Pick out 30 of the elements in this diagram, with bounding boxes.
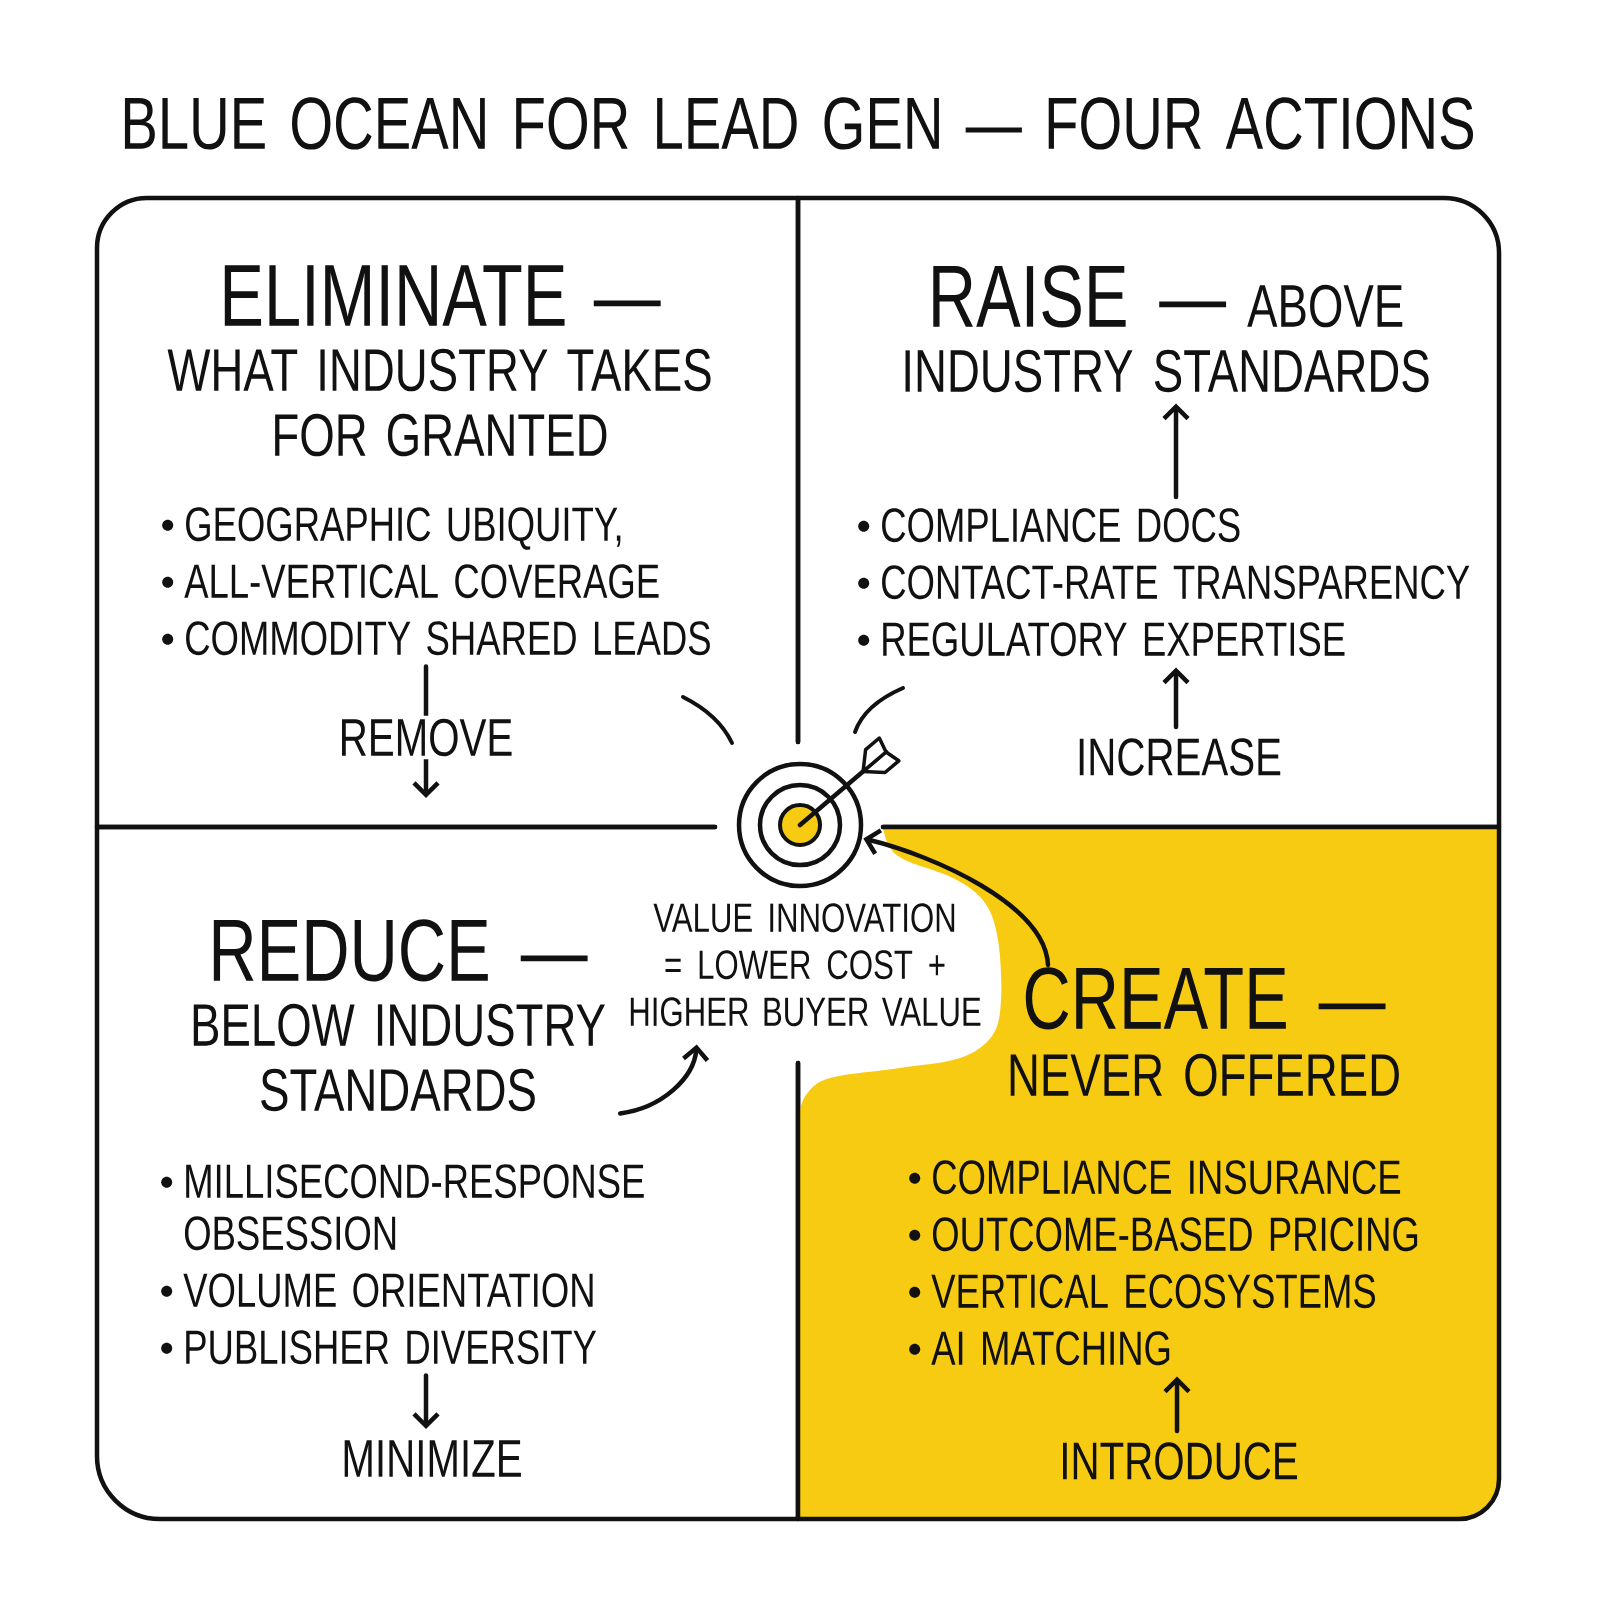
list-item: OUTCOME-BASED PRICING bbox=[932, 1217, 1418, 1252]
list-item: COMPLIANCE DOCS bbox=[882, 508, 1240, 543]
action-label: INCREASE bbox=[1079, 738, 1281, 776]
center-note: VALUE INNOVATION = LOWER COST + HIGHER BUYER VALUE bbox=[630, 903, 981, 1027]
quadrant-heading: CREATE — NEVER OFFERED bbox=[1010, 967, 1399, 1097]
arrow bbox=[1163, 1376, 1191, 1434]
arrow bbox=[1162, 403, 1190, 500]
list-item: MILLISECOND-RESPONSE OBSESSION bbox=[184, 1164, 644, 1251]
quadrant-heading: REDUCE — BELOW INDUSTRY STANDARDS bbox=[193, 919, 605, 1112]
arrow bbox=[412, 1373, 440, 1429]
list-item: CONTACT-RATE TRANSPARENCY bbox=[882, 565, 1470, 600]
quadrant-heading: RAISE — ABOVE INDUSTRY STANDARDS bbox=[905, 265, 1429, 393]
list-item: COMMODITY SHARED LEADS bbox=[186, 621, 710, 656]
arrow bbox=[617, 1044, 710, 1116]
list-item: PUBLISHER DIVERSITY bbox=[186, 1330, 597, 1365]
list-item: GEOGRAPHIC UBIQUITY, bbox=[186, 507, 621, 550]
quadrant-heading: ELIMINATE — WHAT INDUSTRY TAKES FOR GRANTED bbox=[167, 265, 711, 457]
edge-label: REMOVE bbox=[335, 715, 517, 760]
list-item: ALL-VERTICAL COVERAGE bbox=[184, 564, 659, 599]
arrow bbox=[1162, 667, 1190, 730]
list-item: REGULATORY EXPERTISE bbox=[883, 622, 1345, 657]
list-item: COMPLIANCE INSURANCE bbox=[933, 1160, 1401, 1195]
action-label: MINIMIZE bbox=[344, 1440, 521, 1477]
title: BLUE OCEAN FOR LEAD GEN — FOUR ACTIONS bbox=[124, 97, 1474, 150]
list-item: AI MATCHING bbox=[931, 1331, 1170, 1366]
list-item: VERTICAL ECOSYSTEMS bbox=[931, 1274, 1376, 1309]
action-label: INTRODUCE bbox=[1063, 1442, 1297, 1480]
target-icon bbox=[736, 736, 901, 889]
list-item: VOLUME ORIENTATION bbox=[183, 1273, 593, 1308]
arrow bbox=[863, 828, 1051, 968]
